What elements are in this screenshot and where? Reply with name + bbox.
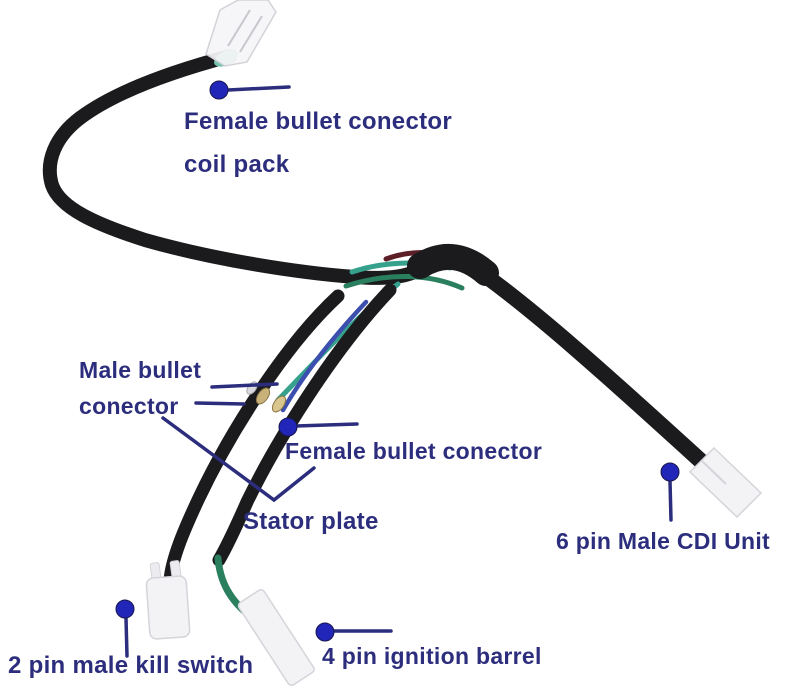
female-bullet-label: Female bullet conector <box>285 438 543 464</box>
coil-pack-label-line2: coil pack <box>184 151 290 178</box>
kill-switch-callout-dot <box>115 599 135 619</box>
male-bullet-label-line2: conector <box>79 393 179 419</box>
cdi-unit-label: 6 pin Male CDI Unit <box>556 528 770 554</box>
ignition-barrel-callout-dot <box>315 622 335 642</box>
stator-plate-label: Stator plate <box>243 508 379 535</box>
stator-plate-leader-line <box>161 416 316 503</box>
callouts <box>115 80 680 658</box>
kill-switch-cable <box>163 289 345 587</box>
cdi-connector <box>688 446 763 519</box>
kill-switch-connector <box>145 560 191 640</box>
female-bullet-callout-dot <box>278 417 298 437</box>
coil-pack-leader-line <box>226 85 291 92</box>
coil-pack-connector <box>205 0 277 67</box>
coil-pack-wire <box>42 49 419 285</box>
coil-pack-label-line1: Female bullet conector <box>184 108 452 135</box>
male-bullet-connector <box>255 387 271 405</box>
kill-switch-leader-line <box>124 616 129 658</box>
coil-connector-detail <box>227 9 263 53</box>
kill-switch-label: 2 pin male kill switch <box>8 652 254 679</box>
junction-green-wire <box>343 274 465 291</box>
cdi-connector-collar <box>701 460 727 485</box>
female-bullet-connector <box>271 395 287 413</box>
coil-connector-sleeve <box>205 0 277 67</box>
male-bullet-leader-line <box>194 401 246 406</box>
ignition-barrel-connector <box>237 589 315 686</box>
coil-pack-callout-dot <box>209 80 229 100</box>
kill-switch-body <box>145 575 191 640</box>
ignition-barrel-label: 4 pin ignition barrel <box>322 643 542 669</box>
cdi-callout-dot <box>660 462 680 482</box>
female-bullet-leader-line <box>294 422 359 428</box>
male-bullet-leader-line <box>210 382 279 389</box>
stator-blue-wire <box>280 299 369 413</box>
ignition-cable <box>212 283 397 567</box>
cdi-cable <box>462 257 710 470</box>
male-bullet-label-line1: Male bullet <box>79 357 202 383</box>
cdi-leader-line <box>668 479 673 522</box>
